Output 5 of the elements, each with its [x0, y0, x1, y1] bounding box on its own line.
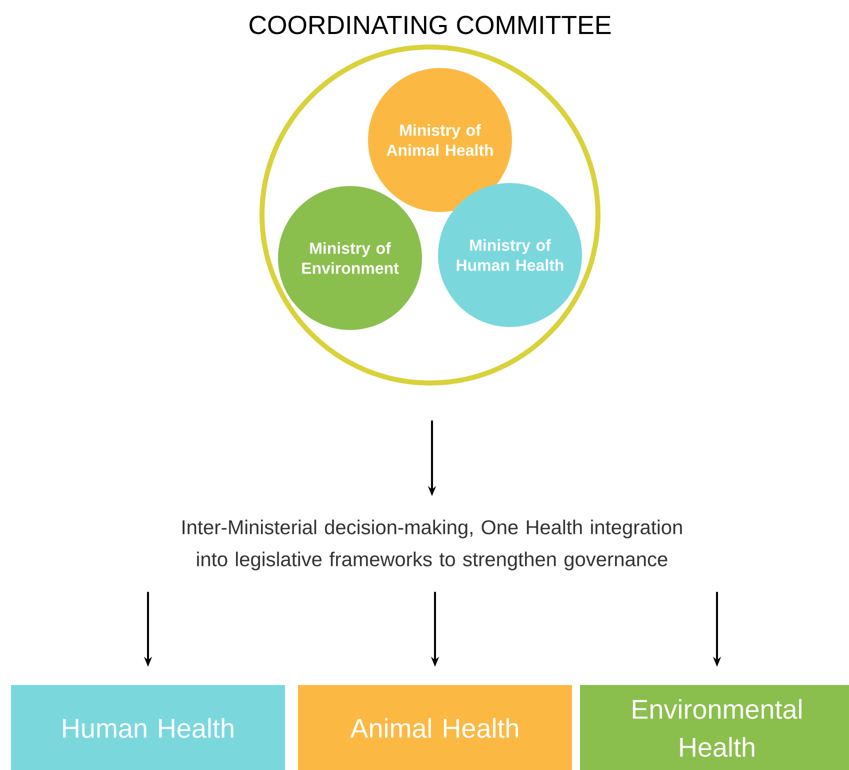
sector-box: Human Health: [11, 685, 285, 770]
description-text: Inter-Ministerial decision-making, One Health integration into legislative frameworks to strengthen governance: [182, 520, 682, 570]
sector-box: Animal Health: [298, 685, 572, 770]
sector-box: Environmental Health: [580, 685, 849, 770]
node-label: COORDINATING COMMITTEE: [250, 16, 611, 34]
